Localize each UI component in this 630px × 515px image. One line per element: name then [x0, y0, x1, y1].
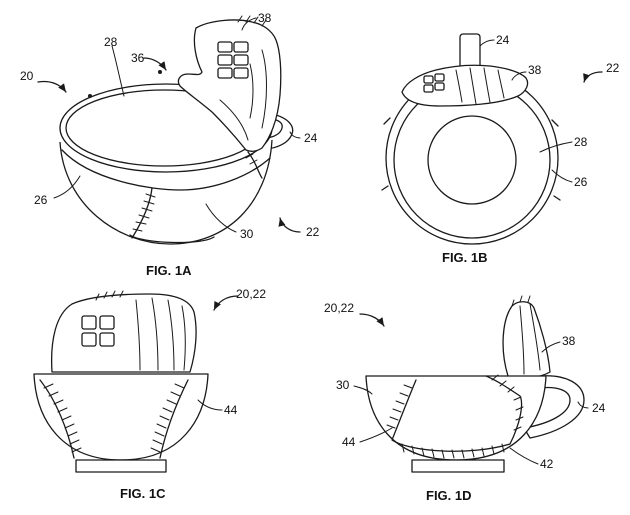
figure-1c: 20,22 44 FIG. 1C — [33, 287, 266, 501]
fig1b-ref-22: 22 — [606, 61, 620, 75]
fig1d-stitching — [386, 374, 524, 459]
fig1c-ref-20-22: 20,22 — [236, 287, 266, 301]
fig1a-glove-webbing — [217, 41, 249, 79]
fig1a-ref-26: 26 — [34, 193, 48, 207]
fig1a-bowl-base — [129, 234, 215, 244]
fig1a-seam-band — [61, 149, 271, 191]
fig1d-handle — [523, 375, 585, 439]
figure-1a: 38 28 36 20 24 26 30 22 FIG. 1A — [20, 11, 320, 278]
fig1d-ref-30: 30 — [336, 378, 350, 392]
fig1c-caption: FIG. 1C — [120, 486, 166, 501]
fig1d-ref-20-22: 20,22 — [324, 301, 354, 315]
fig1a-stitching — [131, 151, 263, 239]
fig1d-glove — [502, 301, 551, 379]
fig1a-ref-38: 38 — [258, 11, 272, 25]
fig1a-ref-20: 20 — [20, 69, 34, 83]
fig1c-glove — [50, 293, 197, 373]
fig1b-ref-28: 28 — [574, 135, 588, 149]
fig1b-ref-26: 26 — [574, 175, 588, 189]
fig1d-ref-38: 38 — [562, 334, 576, 348]
fig1a-ref-28: 28 — [104, 35, 118, 49]
fig1d-base — [411, 459, 505, 473]
fig1d-ref-24: 24 — [592, 401, 606, 415]
fig1c-glove-webbing — [81, 315, 115, 347]
fig1a-ref-22: 22 — [306, 225, 320, 239]
fig1b-glove — [401, 64, 529, 107]
fig1a-glove — [177, 19, 282, 152]
fig1b-center-well — [427, 115, 517, 205]
fig1a-ref-24: 24 — [304, 131, 318, 145]
fig1d-ref-42: 42 — [540, 457, 554, 471]
figure-1d: 20,22 38 30 24 44 42 FIG. 1D — [324, 295, 606, 503]
fig1b-caption: FIG. 1B — [442, 250, 488, 265]
fig1a-ref-36: 36 — [131, 51, 145, 65]
fig1b-ref-24: 24 — [496, 33, 510, 47]
fig1b-ref-38: 38 — [528, 63, 542, 77]
figure-1b: 24 22 38 28 26 FIG. 1B — [381, 33, 620, 265]
fig1b-glove-webbing — [423, 73, 445, 93]
fig1c-base — [75, 459, 167, 473]
fig1a-caption: FIG. 1A — [146, 263, 192, 278]
fig1d-ref-44: 44 — [342, 435, 356, 449]
fig1c-stitching — [39, 379, 189, 459]
fig1d-caption: FIG. 1D — [426, 488, 472, 503]
fig1c-ref-44: 44 — [224, 403, 238, 417]
fig1a-ref-30: 30 — [240, 227, 254, 241]
